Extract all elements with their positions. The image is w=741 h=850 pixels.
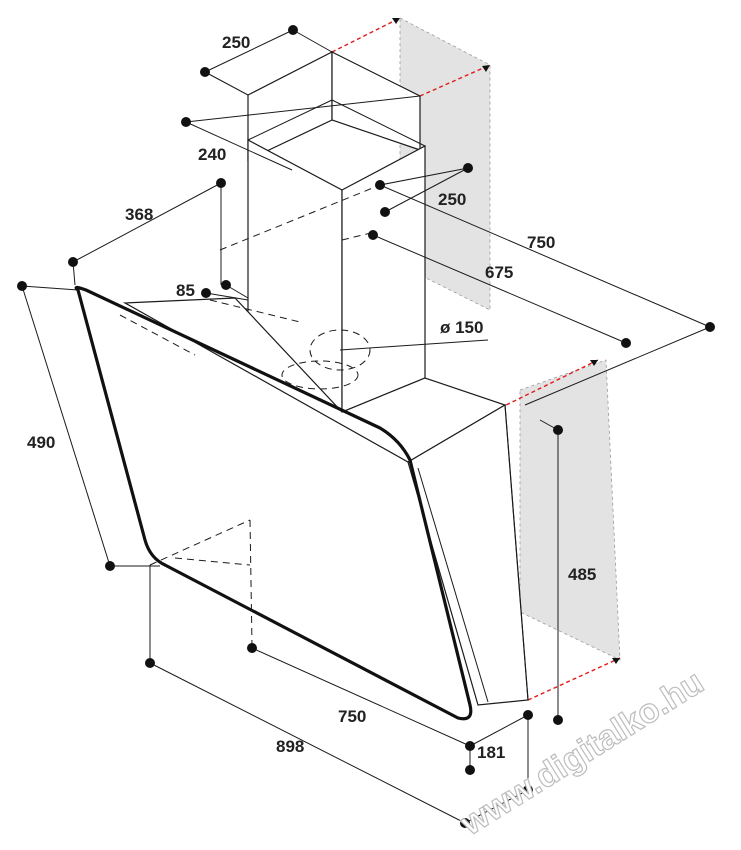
lower-wall-plane bbox=[519, 359, 621, 661]
dim-glass-height: 490 bbox=[27, 433, 55, 452]
glass-panel bbox=[74, 285, 473, 721]
dim-hood-width-inner: 750 bbox=[338, 707, 366, 726]
dimension-dots bbox=[17, 25, 715, 828]
hood-body bbox=[122, 297, 529, 706]
dim-chimney-offset: 368 bbox=[125, 205, 153, 224]
dim-chimney-depth: 240 bbox=[198, 145, 226, 164]
chimney bbox=[247, 51, 426, 413]
dim-wall-height: 485 bbox=[568, 565, 596, 584]
dim-chimney-width-top: 250 bbox=[222, 33, 250, 52]
dim-duct-diameter: ø 150 bbox=[440, 318, 483, 337]
dim-chimney-depth-lower: 250 bbox=[438, 190, 466, 209]
dimension-lines bbox=[21, 29, 711, 824]
dim-bracket-distance: 750 bbox=[527, 233, 555, 252]
dim-hood-width: 898 bbox=[276, 737, 304, 756]
dim-bracket-offset: 85 bbox=[176, 281, 195, 300]
dim-hood-depth-bottom: 181 bbox=[477, 743, 505, 762]
wall-reference-lines bbox=[331, 17, 621, 701]
dim-bracket-distance-inner: 675 bbox=[485, 263, 513, 282]
